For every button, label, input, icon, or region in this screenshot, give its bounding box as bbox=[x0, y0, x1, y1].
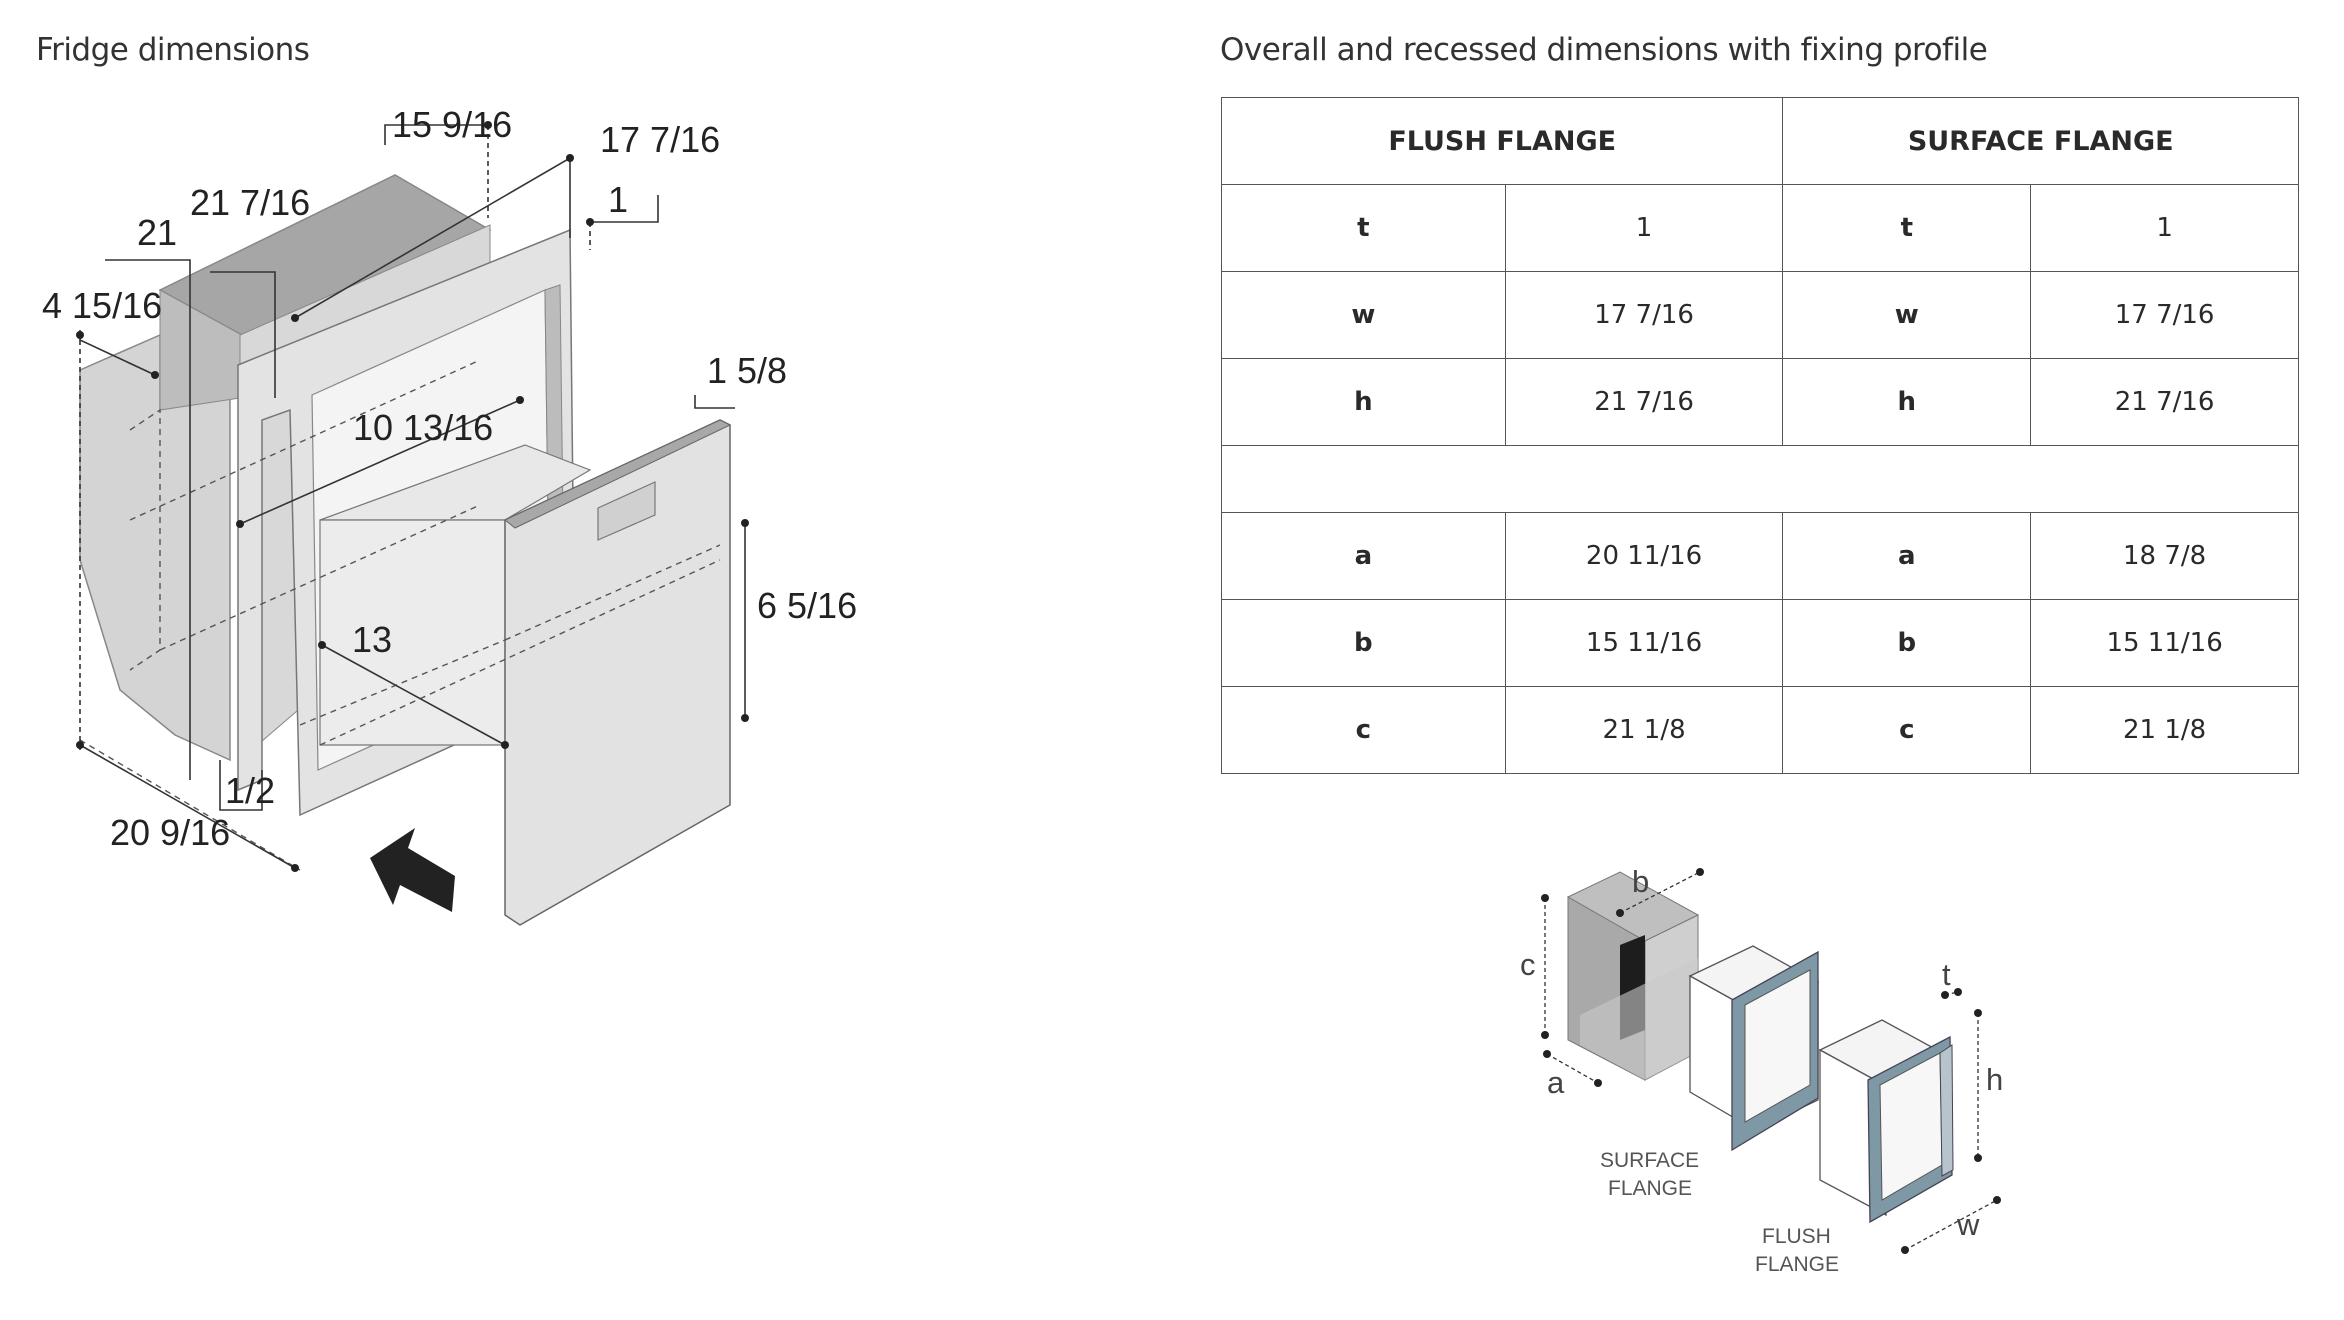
dim-label-4-15-16: 4 15/16 bbox=[42, 285, 162, 326]
table-row: w 17 7/16 w 17 7/16 bbox=[1221, 271, 2299, 359]
recessed-dimensions-heading: Overall and recessed dimensions with fix… bbox=[1220, 32, 1988, 68]
fridge-cabinet bbox=[79, 174, 732, 926]
table-spacer-cell bbox=[1221, 445, 2299, 513]
recess-cutout bbox=[1566, 871, 1700, 1081]
table-cell-key: h bbox=[1782, 358, 2032, 446]
label-t: t bbox=[1942, 957, 1951, 992]
surface-flange-label-line2: FLANGE bbox=[1608, 1177, 1692, 1200]
table-cell-key: t bbox=[1782, 184, 2032, 272]
flush-flange-header: FLUSH FLANGE bbox=[1220, 97, 1784, 185]
table-row: c 21 1/8 c 21 1/8 bbox=[1221, 686, 2299, 774]
label-b: b bbox=[1632, 864, 1649, 899]
flange-exploded-diagram: b c a t h w SURFACE FLANGE FLUSH FLANGE bbox=[1520, 864, 2003, 1276]
table-cell-value: 1 bbox=[1504, 184, 1784, 272]
flange-dimension-lines bbox=[1544, 871, 1998, 1251]
surface-flange-label-line1: SURFACE bbox=[1600, 1149, 1699, 1172]
table-cell-value: 21 7/16 bbox=[2030, 358, 2299, 446]
table-row: h 21 7/16 h 21 7/16 bbox=[1221, 358, 2299, 446]
dimension-dots bbox=[76, 121, 749, 872]
dim-label-20-9-16: 20 9/16 bbox=[110, 812, 230, 853]
table-cell-value: 15 11/16 bbox=[2030, 599, 2299, 687]
label-h: h bbox=[1986, 1062, 2003, 1097]
flange-dimension-dots bbox=[1541, 868, 2001, 1254]
table-row: a 20 11/16 a 18 7/8 bbox=[1221, 512, 2299, 600]
surface-flange-unit bbox=[1688, 945, 1820, 1152]
table-cell-value: 17 7/16 bbox=[2030, 271, 2299, 359]
dim-label-17-7-16: 17 7/16 bbox=[600, 119, 720, 160]
push-arrow-icon bbox=[370, 828, 455, 912]
dim-label-21: 21 bbox=[137, 212, 177, 253]
table-cell-value: 21 1/8 bbox=[2030, 686, 2299, 774]
table-cell-key: b bbox=[1782, 599, 2032, 687]
table-cell-value: 18 7/8 bbox=[2030, 512, 2299, 600]
table-cell-value: 1 bbox=[2030, 184, 2299, 272]
dim-label-6-5-16: 6 5/16 bbox=[757, 585, 857, 626]
dim-label-1-2: 1/2 bbox=[225, 770, 275, 811]
flush-flange-unit bbox=[1818, 1019, 1954, 1224]
dim-label-13: 13 bbox=[352, 619, 392, 660]
table-cell-key: a bbox=[1782, 512, 2032, 600]
table-row: b 15 11/16 b 15 11/16 bbox=[1221, 599, 2299, 687]
table-cell-value: 20 11/16 bbox=[1504, 512, 1784, 600]
fridge-dimension-lines bbox=[79, 124, 746, 869]
table-cell-key: h bbox=[1221, 358, 1506, 446]
table-header-row: FLUSH FLANGE SURFACE FLANGE bbox=[1220, 97, 2299, 185]
dim-label-21-7-16: 21 7/16 bbox=[190, 182, 310, 223]
dim-label-10-13-16: 10 13/16 bbox=[353, 407, 493, 448]
dim-label-15-9-16: 15 9/16 bbox=[392, 104, 512, 145]
table-row: t 1 t 1 bbox=[1221, 184, 2299, 272]
table-cell-key: a bbox=[1221, 512, 1506, 600]
fridge-isometric-diagram: 15 9/16 17 7/16 1 21 7/16 21 4 15/16 1 5… bbox=[42, 104, 857, 926]
table-spacer-row bbox=[1221, 445, 2299, 513]
table-cell-value: 21 7/16 bbox=[1504, 358, 1784, 446]
table-cell-key: c bbox=[1221, 686, 1506, 774]
table-cell-value: 21 1/8 bbox=[1504, 686, 1784, 774]
table-cell-value: 15 11/16 bbox=[1504, 599, 1784, 687]
label-c: c bbox=[1520, 947, 1536, 982]
table-cell-key: b bbox=[1221, 599, 1506, 687]
table-cell-key: c bbox=[1782, 686, 2032, 774]
table-cell-key: w bbox=[1782, 271, 2032, 359]
flush-flange-label-line2: FLANGE bbox=[1755, 1253, 1839, 1276]
surface-flange-header: SURFACE FLANGE bbox=[1782, 97, 2299, 185]
dim-label-1: 1 bbox=[608, 179, 628, 220]
dim-label-1-5-8: 1 5/8 bbox=[707, 350, 787, 391]
flush-flange-label-line1: FLUSH bbox=[1762, 1225, 1831, 1248]
label-a: a bbox=[1547, 1065, 1565, 1100]
table-cell-key: t bbox=[1221, 184, 1506, 272]
flange-dimensions-table: FLUSH FLANGE SURFACE FLANGE t 1 t 1 w 17… bbox=[1220, 97, 2299, 774]
label-w: w bbox=[1956, 1207, 1980, 1242]
table-cell-key: w bbox=[1221, 271, 1506, 359]
table-cell-value: 17 7/16 bbox=[1504, 271, 1784, 359]
fridge-dimensions-heading: Fridge dimensions bbox=[36, 32, 310, 68]
